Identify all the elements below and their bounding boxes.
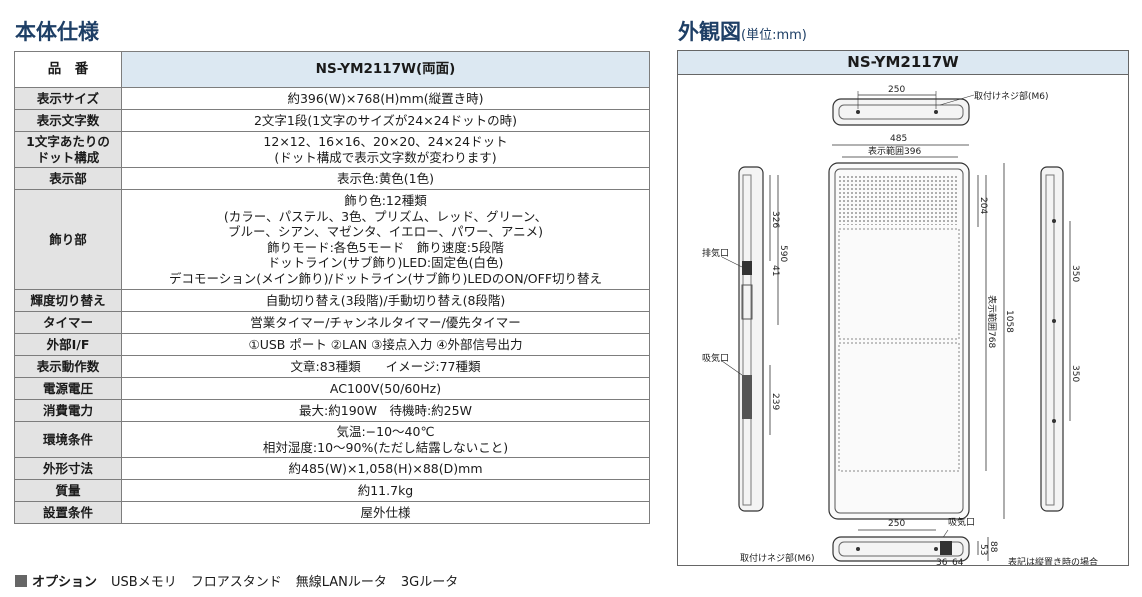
spec-row: 表示動作数文章:83種類 イメージ:77種類 [14,355,650,378]
dim-53: 53 [978,544,988,555]
spec-value: 営業タイマー/チャンネルタイマー/優先タイマー [121,311,650,334]
dim-top-250: 250 [888,85,905,95]
spec-label: 消費電力 [14,399,122,422]
label-mount-screw-top: 取付けネジ部(M6) [974,90,1049,102]
spec-row: 表示サイズ約396(W)×768(H)mm(縦置き時) [14,87,650,110]
dim-bottom-250: 250 [888,519,905,529]
spec-value: 自動切り替え(3段階)/手動切り替え(8段階) [121,289,650,312]
spec-label: 外部I/F [14,333,122,356]
dim-239: 239 [770,393,780,410]
option-item: 3Gルータ [400,575,459,590]
model-header: NS-YM2117W [678,51,1128,75]
spec-value: 屋外仕様 [121,501,650,524]
dim-204: 204 [978,197,988,214]
spec-label: 表示部 [14,167,122,190]
spec-label: 表示動作数 [14,355,122,378]
bottom-view: 250 吸気口 53 88 取付けネジ部(M6) 36 64 表記は縦置き時の場… [740,516,1098,565]
dim-display-range-w: 表示範囲396 [868,145,921,157]
spec-label: 質量 [14,479,122,502]
dim-36: 36 [936,558,948,565]
option-label: オプション [32,575,98,590]
spec-row: タイマー営業タイマー/チャンネルタイマー/優先タイマー [14,311,650,334]
option-square-icon [15,574,27,587]
spec-row: 消費電力最大:約190W 待機時:約25W [14,399,650,422]
dim-590: 590 [778,245,788,262]
spec-label: 1文字あたりの ドット構成 [14,131,122,168]
right-side-view: 350 350 [1040,166,1080,512]
spec-value: 2文字1段(1文字のサイズが24×24ドットの時) [121,109,650,132]
spec-value: NS-YM2117W(両面) [121,51,650,88]
spec-value: 約396(W)×768(H)mm(縦置き時) [121,87,650,110]
front-view: 485 表示範囲396 204 表示範囲768 1058 [828,134,1014,520]
spec-value: 12×12、16×16、20×20、24×24ドット (ドット構成で表示文字数が… [121,131,650,168]
dim-41: 41 [770,265,780,276]
dim-64: 64 [952,558,964,565]
spec-label: 環境条件 [14,421,122,458]
dim-326: 326 [770,211,780,228]
dim-88: 88 [988,541,998,553]
spec-label: 外形寸法 [14,457,122,480]
dim-1058: 1058 [1004,310,1014,333]
spec-value: ①USB ポート ②LAN ③接点入力 ④外部信号出力 [121,333,650,356]
spec-value: 最大:約190W 待機時:約25W [121,399,650,422]
spec-value: 文章:83種類 イメージ:77種類 [121,355,650,378]
option-item: フロアスタンド [190,575,282,590]
spec-row: 表示部表示色:黄色(1色) [14,167,650,190]
spec-value: 約485(W)×1,058(H)×88(D)mm [121,457,650,480]
spec-value: 飾り色:12種類 (カラー、パステル、3色、プリズム、レッド、グリーン、 ブルー… [121,189,650,290]
spec-label: 電源電圧 [14,377,122,400]
spec-value: 気温:−10〜40℃ 相対湿度:10〜90%(ただし結露しないこと) [121,421,650,458]
spec-title: 本体仕様 [15,20,99,44]
option-line: オプション USBメモリ フロアスタンド 無線LANルータ 3Gルータ [15,571,472,590]
spec-value: AC100V(50/60Hz) [121,377,650,400]
option-item: 無線LANルータ [295,575,387,590]
spec-label: 表示サイズ [14,87,122,110]
spec-label: 品 番 [14,51,122,88]
spec-row: 飾り部飾り色:12種類 (カラー、パステル、3色、プリズム、レッド、グリーン、 … [14,189,650,290]
spec-value: 約11.7kg [121,479,650,502]
spec-label: 設置条件 [14,501,122,524]
label-exhaust: 排気口 [702,247,729,259]
spec-value: 表示色:黄色(1色) [121,167,650,190]
spec-row: 外形寸法約485(W)×1,058(H)×88(D)mm [14,457,650,480]
spec-label: タイマー [14,311,122,334]
spec-label: 表示文字数 [14,109,122,132]
appearance-title-text: 外観図 [678,20,741,44]
label-mount-screw-bottom: 取付けネジ部(M6) [740,552,815,564]
appearance-panel: NS-YM2117W 250 取付けネジ部(M6) 485 表示範囲396 [677,50,1129,566]
appearance-unit: (単位:mm) [741,28,807,43]
dim-width-485: 485 [890,134,907,144]
spec-label: 飾り部 [14,189,122,290]
appearance-title: 外観図(単位:mm) [678,16,807,46]
left-side-view: 326 590 41 239 排気口 吸気口 [702,166,788,512]
label-intake-left: 吸気口 [702,352,729,364]
spec-row: 環境条件気温:−10〜40℃ 相対湿度:10〜90%(ただし結露しないこと) [14,421,650,458]
spec-row: 輝度切り替え自動切り替え(3段階)/手動切り替え(8段階) [14,289,650,312]
appearance-drawing: 250 取付けネジ部(M6) 485 表示範囲396 204 表示範囲768 1… [702,85,1098,565]
spec-row: 設置条件屋外仕様 [14,501,650,524]
label-intake-bottom: 吸気口 [948,516,975,528]
spec-row: 質量約11.7kg [14,479,650,502]
top-view: 250 取付けネジ部(M6) [832,85,1049,126]
dim-350a: 350 [1070,265,1080,282]
dim-350b: 350 [1070,365,1080,382]
label-note: 表記は縦置き時の場合 [1008,556,1098,565]
dim-display-range-h: 表示範囲768 [986,295,998,348]
option-item: USBメモリ [111,575,177,590]
spec-label: 輝度切り替え [14,289,122,312]
